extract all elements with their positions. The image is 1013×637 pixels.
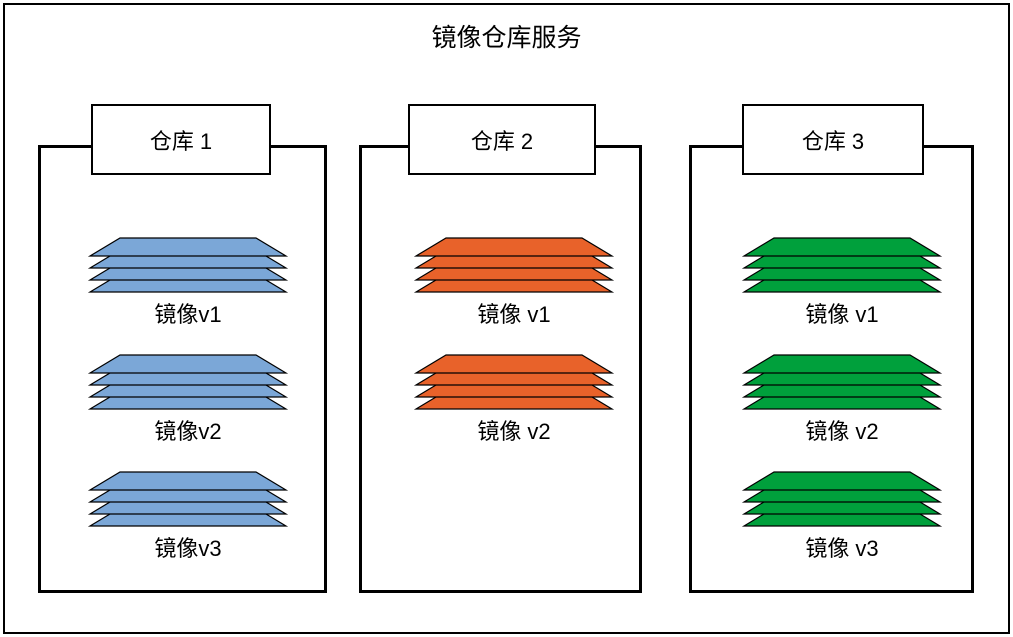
image-layers-icon [741,353,943,411]
image-label: 镜像 v2 [477,419,551,444]
repository-top-border-right [593,145,642,148]
page-title: 镜像仓库服务 [431,24,582,52]
image-label: 镜像v1 [154,302,222,327]
image-label: 镜像 v1 [805,302,879,327]
repository-label-3[interactable]: 仓库 3 [742,104,924,175]
image-layers-icon [413,236,615,294]
repository-container-2[interactable] [359,145,642,593]
image-layers-icon [87,470,289,528]
image-stack-column-3: 镜像 v1 镜像 v2 镜像 v3 [741,236,943,587]
repository-container-1[interactable] [38,145,327,593]
repository-label-text: 仓库 2 [470,128,534,154]
repository-label-text: 仓库 3 [801,128,865,154]
image-item[interactable]: 镜像v3 [87,470,289,564]
repository-top-border-right [268,145,327,148]
image-label: 镜像v2 [154,419,222,444]
image-layers-icon [87,236,289,294]
image-item[interactable]: 镜像 v3 [741,470,943,564]
image-item[interactable]: 镜像v1 [87,236,289,330]
image-label: 镜像v3 [154,536,222,561]
image-stack-column-1: 镜像v1 镜像v2 镜像v3 [87,236,289,587]
image-item[interactable]: 镜像 v1 [741,236,943,330]
image-layers-icon [87,353,289,411]
repository-label-text: 仓库 1 [149,128,213,154]
image-item[interactable]: 镜像 v2 [413,353,615,447]
repository-top-border-left [689,145,745,148]
image-item[interactable]: 镜像 v1 [413,236,615,330]
image-layers-icon [741,236,943,294]
repository-label-1[interactable]: 仓库 1 [91,104,271,175]
image-layers-icon [741,470,943,528]
image-label: 镜像 v1 [477,302,551,327]
repository-top-border-left [38,145,94,148]
image-label: 镜像 v3 [805,536,879,561]
repository-container-3[interactable] [689,145,974,593]
image-stack-column-2: 镜像 v1 镜像 v2 [413,236,615,470]
image-layers-icon [413,353,615,411]
image-item[interactable]: 镜像v2 [87,353,289,447]
repository-top-border-right [921,145,974,148]
repository-top-border-left [359,145,411,148]
image-label: 镜像 v2 [805,419,879,444]
image-item[interactable]: 镜像 v2 [741,353,943,447]
repository-label-2[interactable]: 仓库 2 [408,104,596,175]
